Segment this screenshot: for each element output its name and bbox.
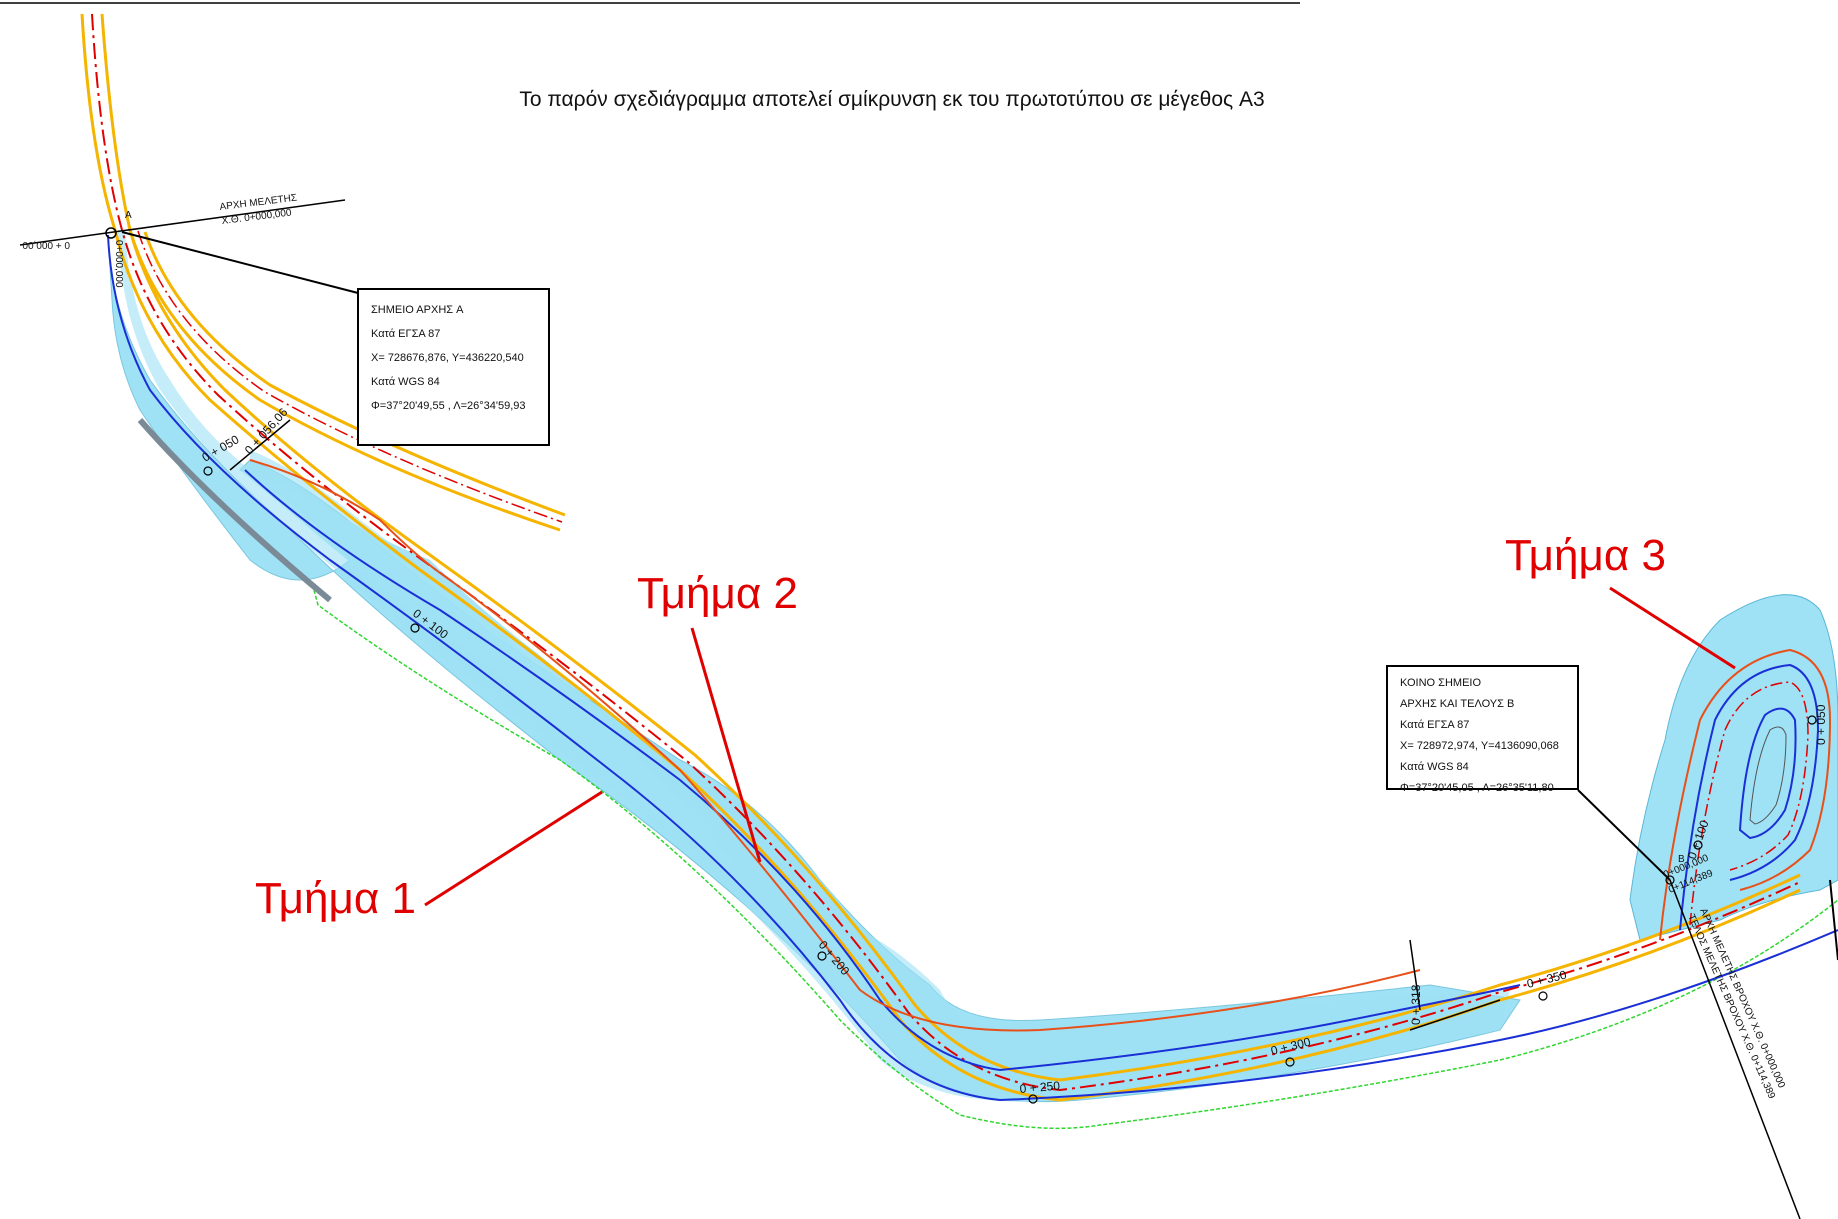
start-info-line4: Κατά WGS 84 [371,376,440,388]
road-edge-left [80,13,1801,1102]
chain-marker-start [105,227,117,239]
common-info-line6: Φ=37°20'45,05 , Λ=26°35'11,80 [1400,782,1554,794]
loop-island [1738,707,1797,840]
loop-start-text: ΑΡΧΗ ΜΕΛΕΤΗΣ ΒΡΟΧΟΥ Χ.Θ. 0+000,000 [1697,907,1787,1090]
start-info-line2: Κατά ΕΓΣΑ 87 [371,328,441,340]
start-side-chainage: 0 + 000,00 [22,239,70,250]
common-info-box: ΚΟΙΝΟ ΣΗΜΕΙΟ ΑΡΧΗΣ ΚΑΙ ΤΕΛΟΥΣ Β Κατά ΕΓΣ… [1386,665,1579,794]
common-info-line2: ΑΡΧΗΣ ΚΑΙ ΤΕΛΟΥΣ Β [1400,698,1515,710]
chain-label-loop50: 0 + 050 [1814,704,1828,745]
branch-road-edge-1 [128,229,561,532]
common-info-line4: X= 728972,974, Y=4136090,068 [1400,740,1559,752]
chain-marker-50 [203,466,213,476]
start-point-label: A [125,210,132,221]
loop-end-text: ΤΕΛΟΣ ΜΕΛΕΤΗΣ ΒΡΟΧΟΥ Χ.Θ. 0+114,389 [1685,913,1777,1101]
chain-label-250: 0 + 250 [1019,1078,1061,1095]
chain-marker-100 [410,623,420,633]
channel-line-left [107,234,1838,1102]
common-info-line1: ΚΟΙΝΟ ΣΗΜΕΙΟ [1400,677,1482,689]
start-info-line1: ΣΗΜΕΙΟ ΑΡΧΗΣ A [371,304,464,316]
chain-56-tick [229,419,291,471]
chain-marker-300 [1285,1057,1295,1067]
start-info-line3: X= 728676,876, Y=436220,540 [371,352,524,364]
chain-318-base [1409,999,1501,1031]
section3-label: Τμήμα 3 [1505,531,1666,580]
common-point-label: B [1678,854,1685,865]
chain-marker-350 [1538,991,1548,1001]
branch-road-axis [137,230,563,523]
chain-marker-common [1665,875,1675,885]
chain-marker-200 [817,951,827,961]
section2-label: Τμήμα 2 [637,569,798,618]
common-info-line3: Κατά ΕΓΣΑ 87 [1400,719,1470,731]
section2-leader [690,627,762,863]
bank-line [249,459,1421,1032]
chain-marker-loop100 [1693,840,1703,850]
common-info-line5: Κατά WGS 84 [1400,761,1469,773]
right-edge-leader [1829,879,1838,961]
common-leader [1577,789,1671,881]
shoreline [137,418,332,603]
loop-outer [1659,648,1832,941]
start-info-box: ΣΗΜΕΙΟ ΑΡΧΗΣ A Κατά ΕΓΣΑ 87 X= 728676,87… [357,288,550,446]
chain-marker-loop50 [1807,715,1817,725]
reduction-note: Το παρόν σχεδιάγραμμα αποτελεί σμίκρυνση… [519,88,1265,111]
channel-line-right [244,469,1521,1072]
section1-label: Τμήμα 1 [255,874,416,923]
section3-leader [1609,586,1736,670]
loop-blue [1679,663,1820,931]
road-axis [91,13,1801,1092]
start-info-line5: Φ=37°20'49,55 , Λ=26°34'59,93 [371,400,526,412]
water-lobe [240,470,740,870]
start-marker-line [19,199,346,246]
common-marker-line [1669,879,1801,1219]
start-leader [121,231,359,294]
start-vert-chainage: 0+000,000 [113,240,124,288]
loop-water [1629,594,1838,941]
road-edge-right [100,13,1801,1082]
section1-leader [424,790,603,907]
loop-island-inner [1749,726,1787,825]
chain-label-318: 0 + 318 [1409,984,1423,1025]
water-area-main [118,230,1510,1102]
loop-axis [1689,681,1809,926]
chain-marker-250 [1028,1094,1038,1104]
chain-318-tick [1409,939,1421,1011]
branch-road-edge-2 [143,231,566,517]
green-boundary [313,589,1838,1130]
